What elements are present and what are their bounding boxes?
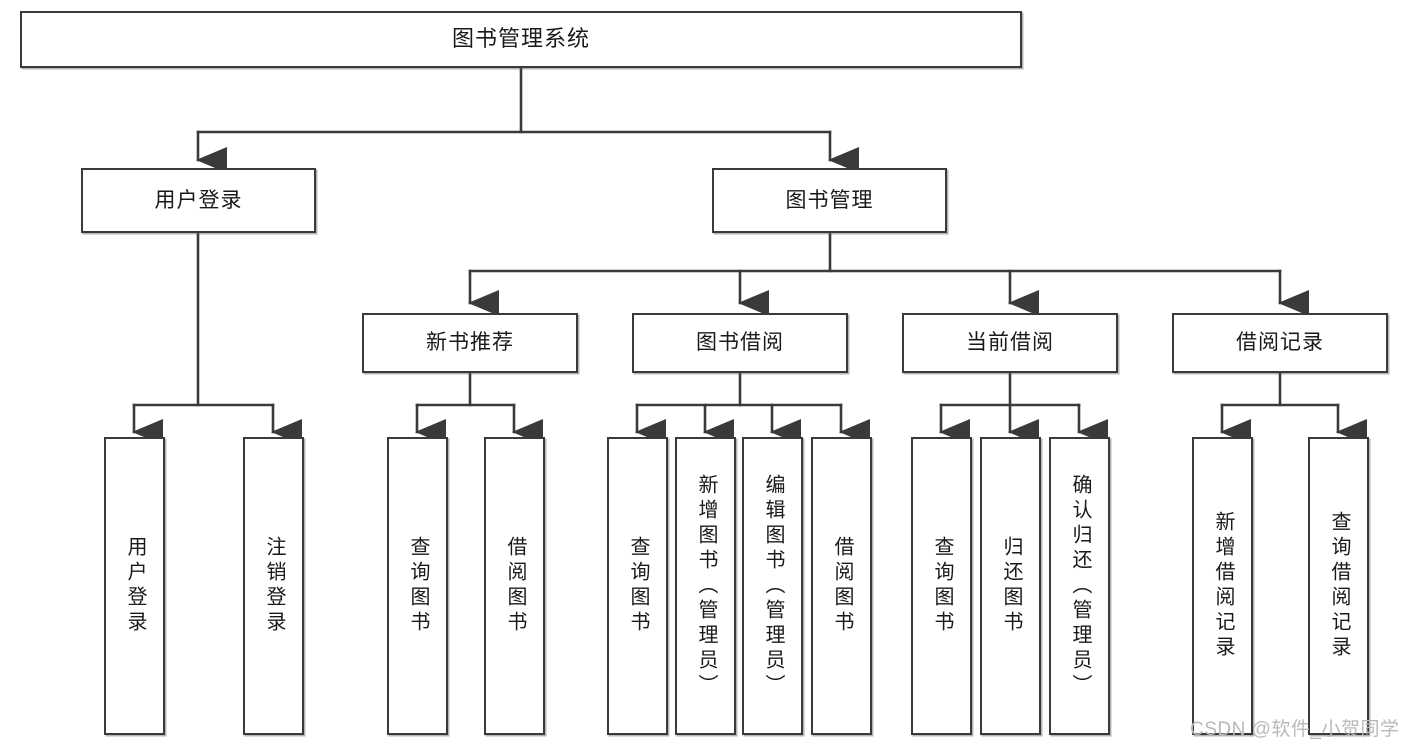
- node-label: 归还图书: [1000, 536, 1022, 636]
- leaf-new-book-borrow-book[interactable]: 借阅图书: [484, 437, 545, 735]
- leaf-user-login-login[interactable]: 用户登录: [104, 437, 165, 735]
- leaf-current-borrow-confirm-return-admin[interactable]: 确认归还（管理员）: [1049, 437, 1110, 735]
- node-label: 新书推荐: [426, 331, 514, 355]
- node-root-book-management-system[interactable]: 图书管理系统: [20, 11, 1022, 68]
- watermark-text: CSDN @软件_小贺同学: [1190, 719, 1400, 740]
- leaf-book-borrow-query-book[interactable]: 查询图书: [607, 437, 668, 735]
- node-label: 查询图书: [407, 536, 429, 636]
- leaf-new-book-query-book[interactable]: 查询图书: [387, 437, 448, 735]
- leaf-book-borrow-add-book-admin[interactable]: 新增图书（管理员）: [675, 437, 736, 735]
- leaf-current-borrow-query-book[interactable]: 查询图书: [911, 437, 972, 735]
- node-label: 新增图书（管理员）: [695, 473, 717, 699]
- leaf-book-borrow-borrow-book[interactable]: 借阅图书: [811, 437, 872, 735]
- node-new-book-recommend[interactable]: 新书推荐: [362, 313, 578, 373]
- node-label: 当前借阅: [966, 331, 1054, 355]
- node-label: 图书管理: [785, 188, 874, 212]
- leaf-borrow-record-add-record[interactable]: 新增借阅记录: [1192, 437, 1253, 735]
- node-label: 新增借阅记录: [1212, 511, 1234, 661]
- node-label: 查询借阅记录: [1328, 511, 1350, 661]
- node-label: 图书管理系统: [451, 26, 590, 52]
- node-book-borrow[interactable]: 图书借阅: [632, 313, 848, 373]
- node-label: 用户登录: [154, 188, 243, 212]
- node-borrow-record[interactable]: 借阅记录: [1172, 313, 1388, 373]
- leaf-book-borrow-edit-book-admin[interactable]: 编辑图书（管理员）: [742, 437, 803, 735]
- leaf-current-borrow-return-book[interactable]: 归还图书: [980, 437, 1041, 735]
- leaf-user-login-logout[interactable]: 注销登录: [243, 437, 304, 735]
- node-current-borrow[interactable]: 当前借阅: [902, 313, 1118, 373]
- leaf-borrow-record-query-record[interactable]: 查询借阅记录: [1308, 437, 1369, 735]
- node-label: 确认归还（管理员）: [1069, 473, 1091, 699]
- node-label: 借阅图书: [831, 536, 853, 636]
- node-label: 用户登录: [124, 536, 146, 636]
- node-label: 查询图书: [931, 536, 953, 636]
- node-label: 查询图书: [627, 536, 649, 636]
- node-label: 注销登录: [263, 536, 285, 636]
- node-label: 图书借阅: [696, 331, 784, 355]
- node-book-management[interactable]: 图书管理: [712, 168, 947, 233]
- node-label: 编辑图书（管理员）: [762, 473, 784, 699]
- node-label: 借阅记录: [1236, 331, 1324, 355]
- node-user-login[interactable]: 用户登录: [81, 168, 316, 233]
- node-label: 借阅图书: [504, 536, 526, 636]
